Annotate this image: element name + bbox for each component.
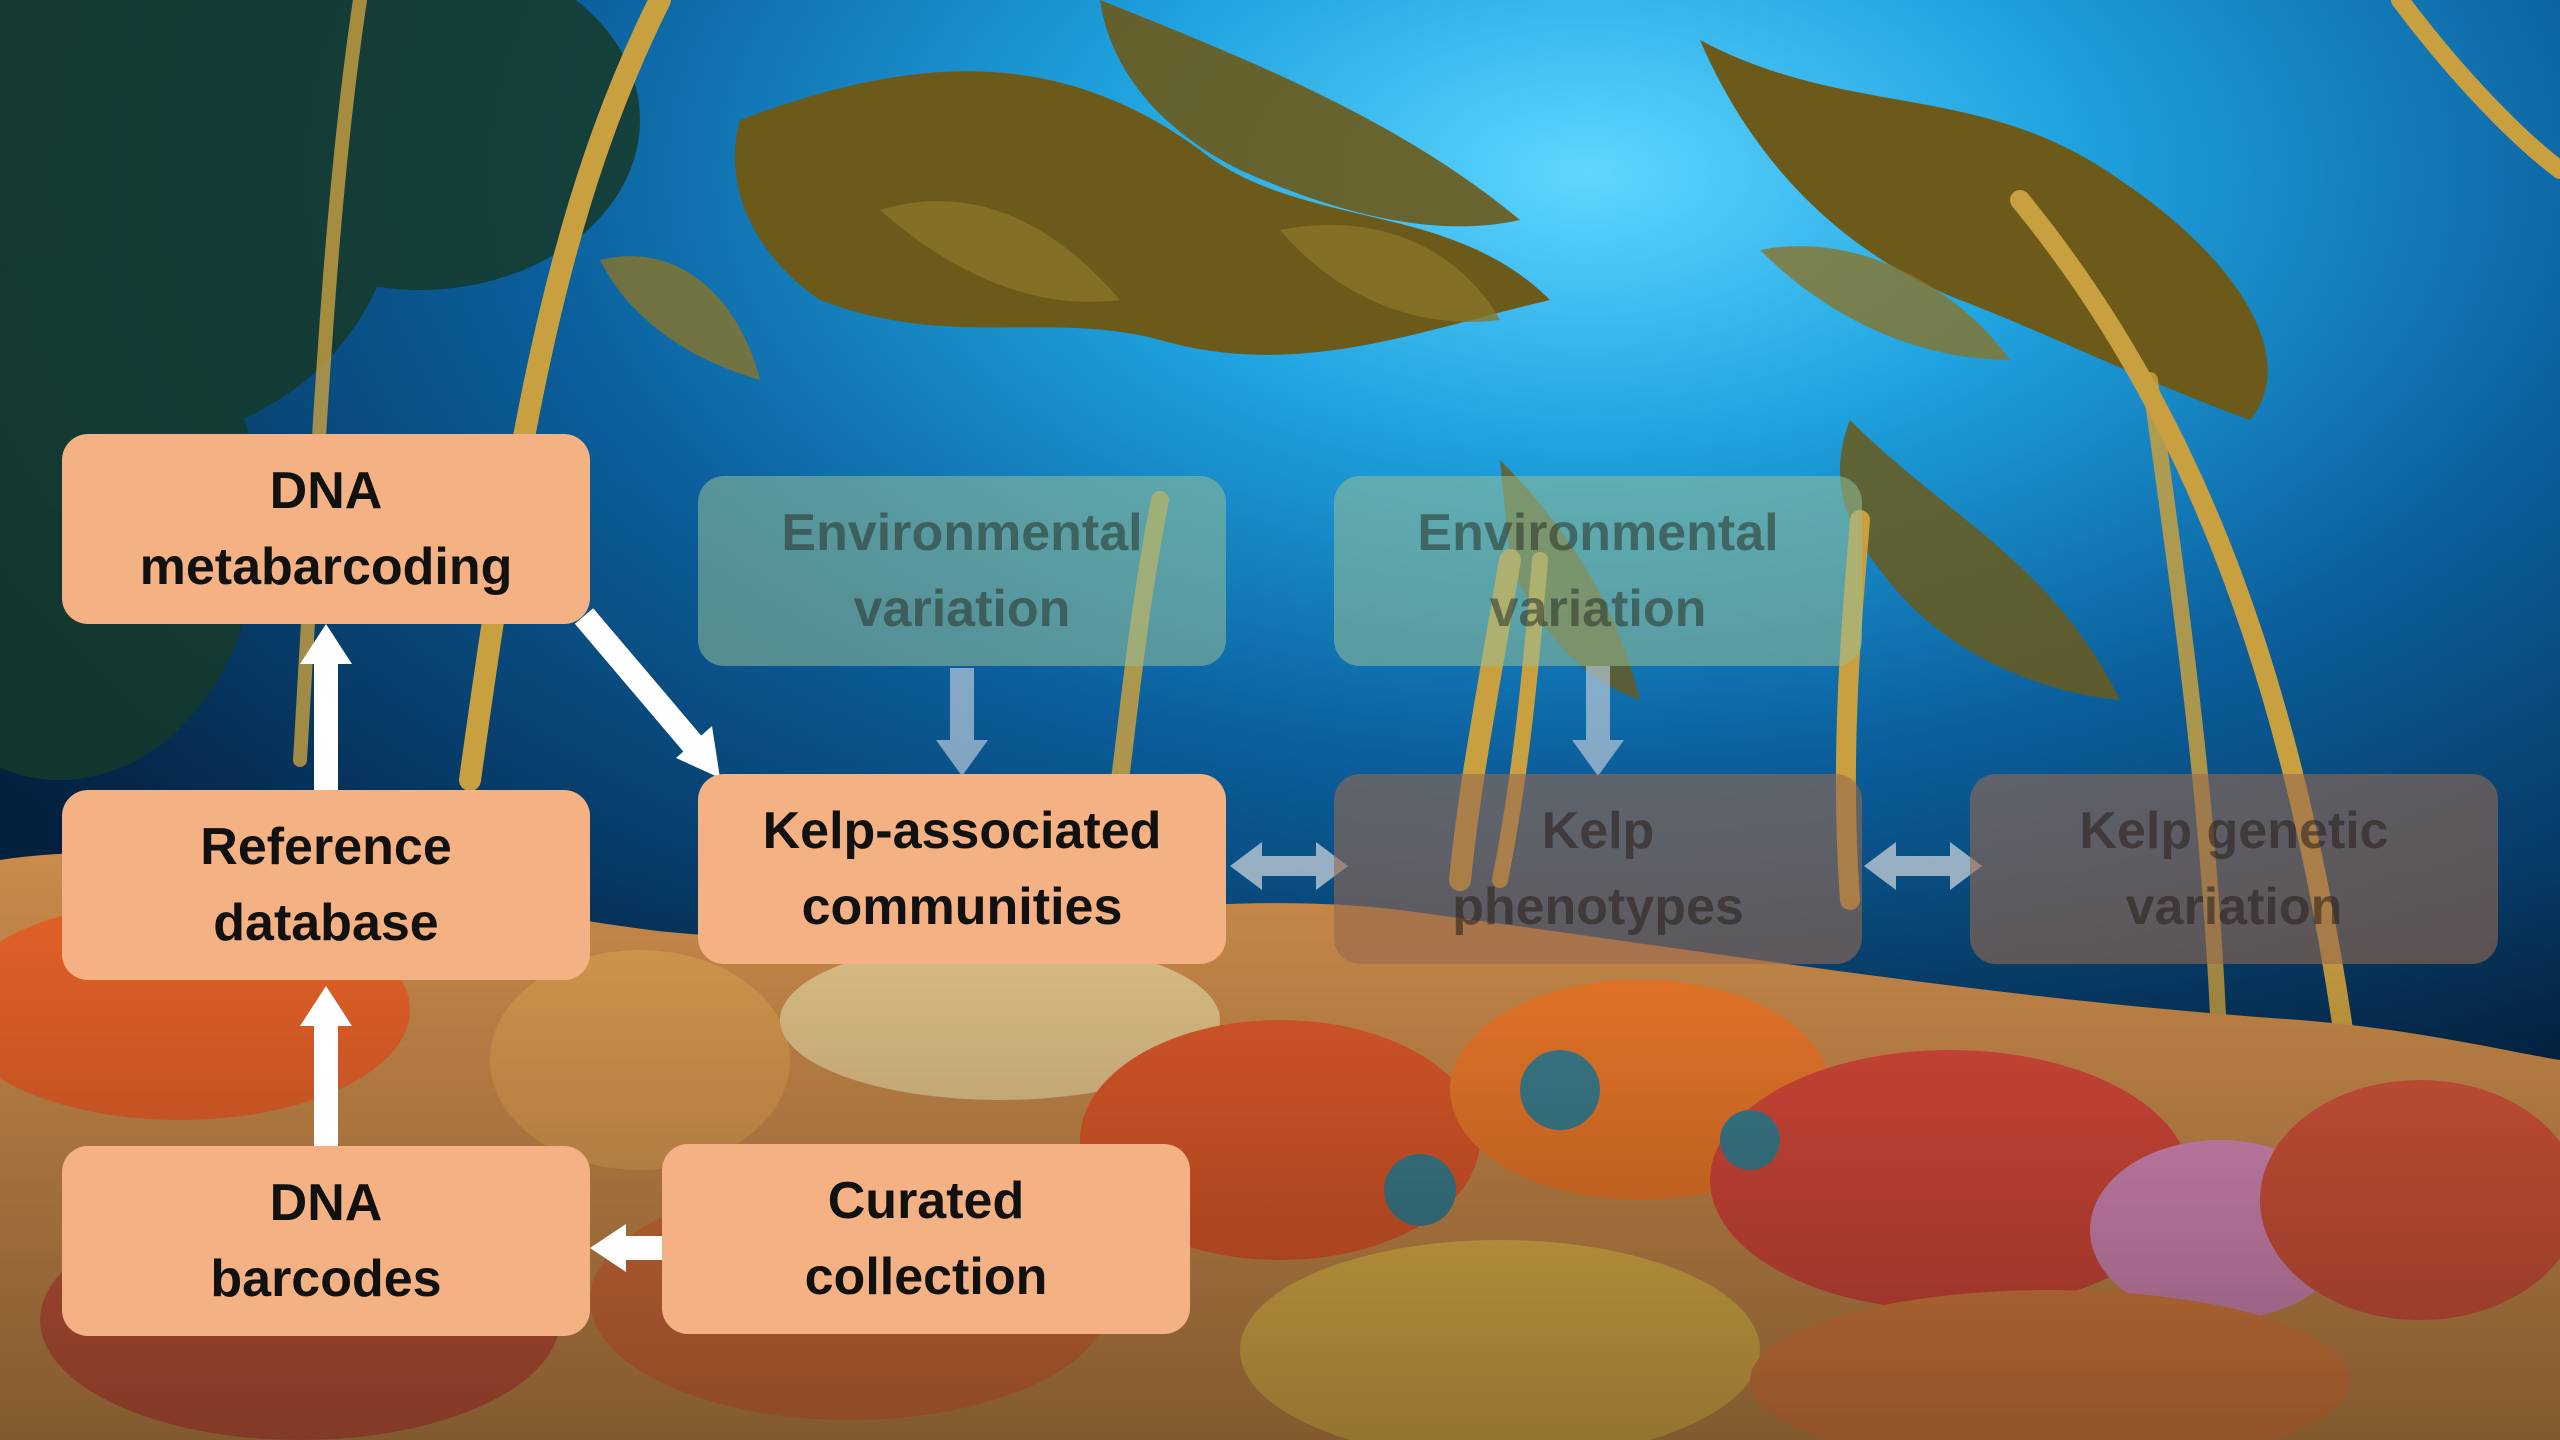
dna-metabarcoding-box: DNA metabarcoding xyxy=(62,434,590,624)
dna-barcodes-box: DNA barcodes xyxy=(62,1146,590,1336)
environmental-variation-box-1: Environmental variation xyxy=(698,476,1226,666)
reference-database-line2: database xyxy=(213,894,439,952)
reference-database-box: Reference database xyxy=(62,790,590,980)
kelp-genetic-variation-box: Kelp genetic variation xyxy=(1970,774,2498,964)
dna-barcodes-line1: DNA xyxy=(269,1174,383,1232)
arrow-metabarcoding-to-communities xyxy=(574,608,720,778)
dna-metabarcoding-line1: DNA xyxy=(269,462,383,520)
arrow-envvar1-to-communities xyxy=(936,668,988,776)
environmental-variation-1-line2: variation xyxy=(853,580,1071,638)
arrow-envvar2-to-phenotypes xyxy=(1572,666,1624,776)
environmental-variation-2-line2: variation xyxy=(1489,580,1707,638)
kelp-associated-communities-box: Kelp-associated communities xyxy=(698,774,1226,964)
kelp-associated-communities-line1: Kelp-associated xyxy=(762,802,1162,860)
arrow-collection-to-barcodes xyxy=(590,1224,662,1272)
kelp-associated-communities-line2: communities xyxy=(801,878,1123,936)
arrow-database-to-metabarcoding xyxy=(300,624,352,790)
environmental-variation-box-2: Environmental variation xyxy=(1334,476,1862,666)
curated-collection-line1: Curated xyxy=(827,1172,1025,1230)
kelp-phenotypes-line1: Kelp xyxy=(1541,802,1655,860)
arrow-phenotypes-genetic-bidirectional xyxy=(1864,842,1982,890)
kelp-blades xyxy=(600,201,2010,380)
environmental-variation-1-line1: Environmental xyxy=(781,504,1143,562)
arrow-communities-phenotypes-bidirectional xyxy=(1230,842,1348,890)
diagram-arrows xyxy=(300,608,1982,1272)
dna-metabarcoding-line2: metabarcoding xyxy=(139,538,513,596)
kelp-genetic-variation-line1: Kelp genetic xyxy=(2079,802,2389,860)
kelp-genetic-variation-line2: variation xyxy=(2125,878,2343,936)
arrow-barcodes-to-database xyxy=(300,986,352,1148)
environmental-variation-2-line1: Environmental xyxy=(1417,504,1779,562)
curated-collection-box: Curated collection xyxy=(662,1144,1190,1334)
dna-barcodes-line2: barcodes xyxy=(210,1250,442,1308)
curated-collection-line2: collection xyxy=(804,1248,1048,1306)
kelp-phenotypes-box: Kelp phenotypes xyxy=(1334,774,1862,964)
reference-database-line1: Reference xyxy=(200,818,452,876)
kelp-phenotypes-line2: phenotypes xyxy=(1452,878,1744,936)
